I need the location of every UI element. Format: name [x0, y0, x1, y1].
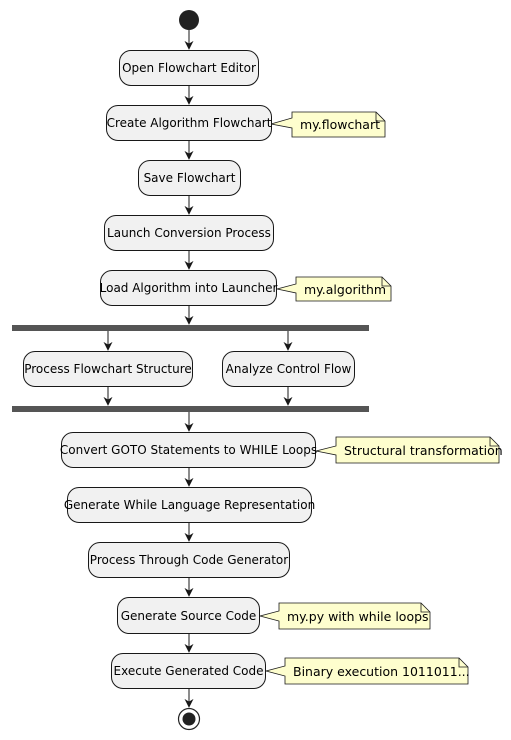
fork-bar	[12, 325, 369, 331]
note-shape	[258, 602, 431, 630]
activity-load-algorithm: Load Algorithm into Launcher	[100, 270, 277, 306]
note-shape	[315, 436, 500, 464]
note-binary-exec: Binary execution 1011011...	[293, 663, 470, 679]
activity-create-flowchart: Create Algorithm Flowchart	[106, 105, 272, 141]
activity-process-codegen: Process Through Code Generator	[88, 542, 290, 578]
start-node	[179, 10, 199, 30]
note-algorithm-file: my.algorithm	[304, 281, 387, 297]
activity-open-editor: Open Flowchart Editor	[119, 50, 259, 86]
join-bar	[12, 406, 369, 412]
activity-process-structure: Process Flowchart Structure	[23, 351, 193, 387]
note-shape	[264, 657, 469, 685]
note-python-file: my.py with while loops	[287, 608, 429, 624]
end-node-inner	[182, 712, 196, 726]
note-structural: Structural transformation	[344, 442, 503, 458]
activity-convert-goto: Convert GOTO Statements to WHILE Loops	[60, 432, 317, 468]
note-shape	[270, 111, 386, 138]
activity-generate-source: Generate Source Code	[117, 597, 260, 634]
activity-save-flowchart: Save Flowchart	[138, 160, 241, 196]
activity-launch-conversion: Launch Conversion Process	[104, 215, 274, 251]
note-flowchart-file: my.flowchart	[300, 117, 381, 132]
note-shape	[276, 276, 392, 302]
activity-analyze-control: Analyze Control Flow	[222, 351, 355, 387]
activity-generate-while: Generate While Language Representation	[64, 487, 315, 523]
activity-execute-code: Execute Generated Code	[111, 653, 266, 689]
